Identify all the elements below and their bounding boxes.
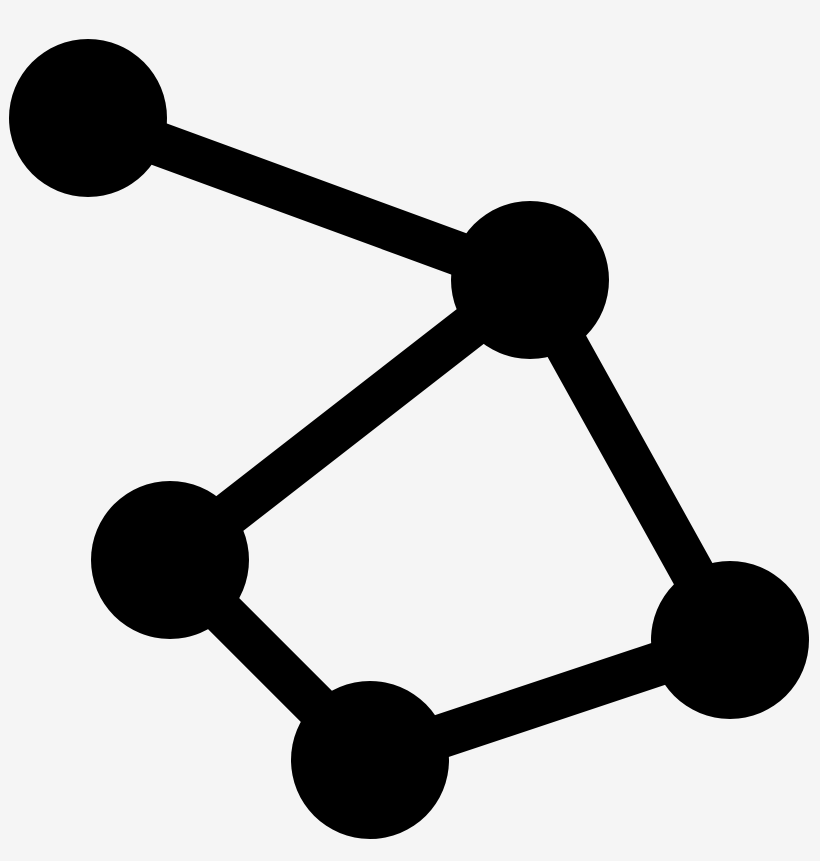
nodes (9, 39, 809, 839)
node-4 (291, 681, 449, 839)
node-1 (9, 39, 167, 197)
node-2 (451, 201, 609, 359)
node-5 (651, 561, 809, 719)
node-3 (91, 481, 249, 639)
